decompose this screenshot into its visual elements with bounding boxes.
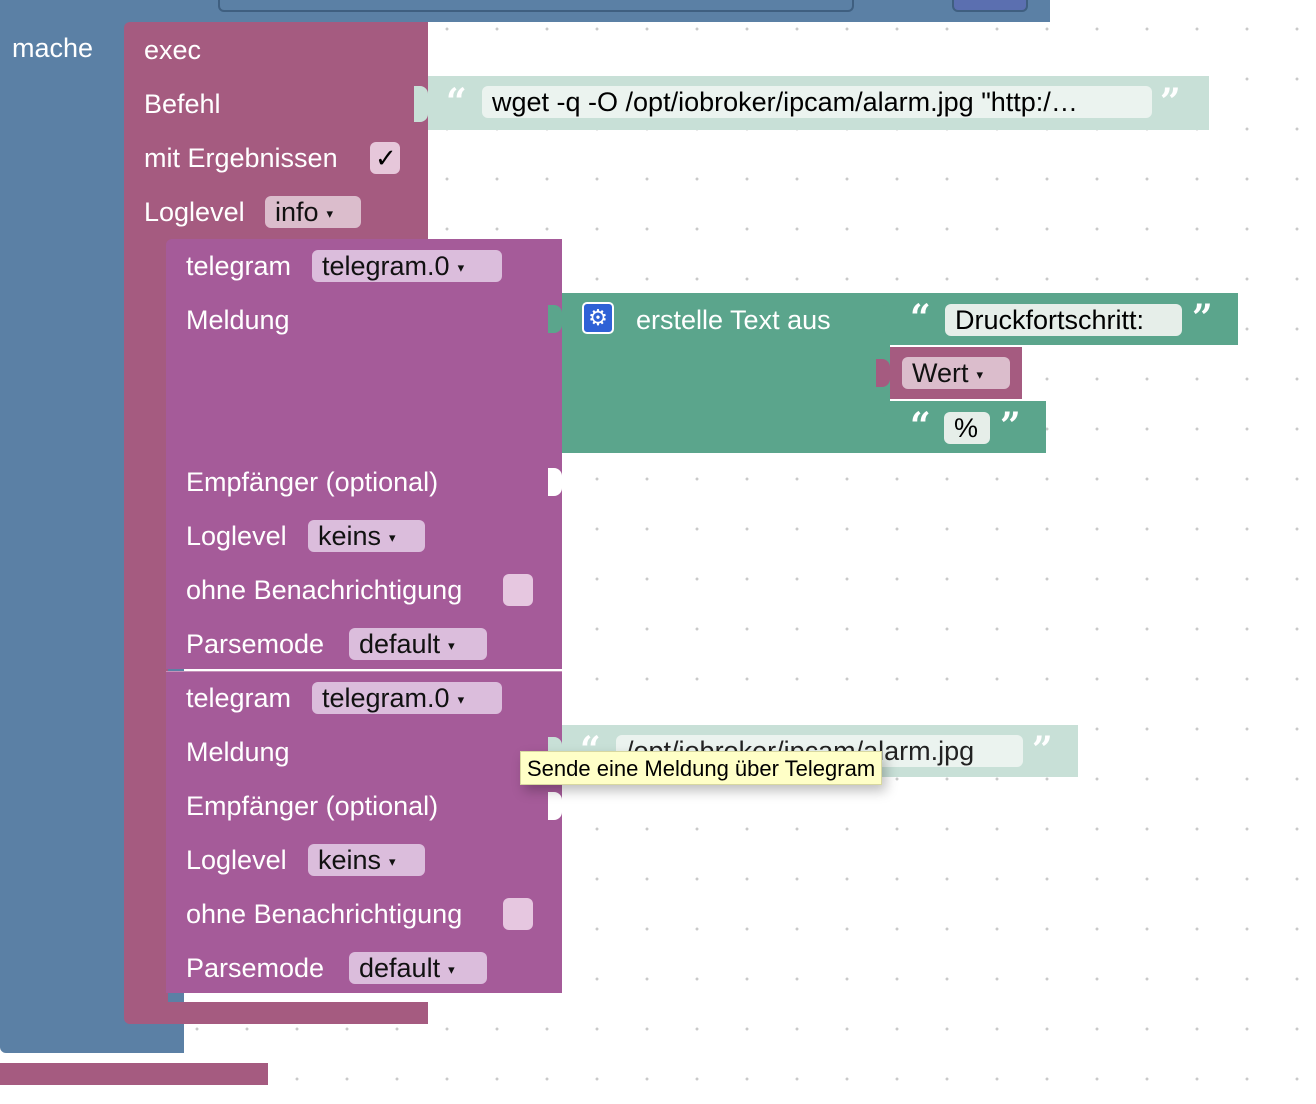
exec-title: exec — [144, 35, 202, 65]
text-join-label: erstelle Text aus — [636, 305, 831, 335]
chevron-down-icon: ▾ — [448, 961, 455, 977]
close-quote-icon: ” — [1000, 405, 1021, 447]
variable-notch — [876, 359, 890, 387]
empfaenger-input-notch — [548, 468, 562, 496]
text-part3-input[interactable]: % — [944, 412, 990, 444]
exec-block-body — [124, 248, 168, 1002]
chevron-down-icon: ▾ — [389, 529, 396, 545]
parsemode2-label: Parsemode — [186, 953, 325, 983]
open-quote-icon: “ — [910, 297, 931, 339]
ohne-benachrichtigung-label: ohne Benachrichtigung — [186, 575, 463, 605]
meldung-input-notch — [548, 305, 562, 333]
exec-loglevel-dropdown[interactable]: info ▾ — [265, 196, 361, 228]
telegram-instance-value: telegram.0 — [322, 251, 450, 281]
top-dropdown-fragment — [952, 0, 1028, 12]
gear-icon[interactable]: ⚙ — [582, 302, 614, 334]
tooltip: Sende eine Meldung über Telegram — [520, 751, 883, 785]
close-quote-icon: ” — [1192, 297, 1213, 339]
open-quote-icon: “ — [446, 81, 467, 123]
telegram-loglevel-dropdown[interactable]: keins ▾ — [308, 520, 425, 552]
ohne2-label: ohne Benachrichtigung — [186, 899, 463, 929]
telegram2-loglevel-label: Loglevel — [186, 845, 287, 875]
befehl-label: Befehl — [144, 89, 221, 119]
meldung-label: Meldung — [186, 305, 290, 335]
parsemode2-dropdown[interactable]: default ▾ — [349, 952, 487, 984]
parsemode-label: Parsemode — [186, 629, 325, 659]
exec-block-footer — [124, 1002, 428, 1024]
ergebnisse-checkbox[interactable]: ✓ — [370, 142, 400, 174]
parsemode-dropdown[interactable]: default ▾ — [349, 628, 487, 660]
ohne-benachrichtigung-checkbox[interactable] — [503, 574, 533, 606]
telegram2-title: telegram — [186, 683, 292, 713]
exec-loglevel-label: Loglevel — [144, 197, 245, 227]
parsemode2-value: default — [359, 953, 441, 983]
ohne2-checkbox[interactable] — [503, 898, 533, 930]
empfaenger-label: Empfänger (optional) — [186, 467, 439, 497]
telegram2-instance-value: telegram.0 — [322, 683, 450, 713]
chevron-down-icon: ▾ — [448, 637, 455, 653]
open-quote-icon: “ — [910, 405, 931, 447]
chevron-down-icon: ▾ — [326, 205, 334, 221]
chevron-down-icon: ▾ — [457, 259, 465, 275]
text-part1-notch — [876, 305, 890, 333]
parsemode-value: default — [359, 629, 441, 659]
telegram-title: telegram — [186, 251, 292, 281]
telegram-block-2[interactable] — [166, 671, 562, 993]
ergebnisse-label: mit Ergebnissen — [144, 143, 338, 173]
close-quote-icon: ” — [1032, 729, 1053, 771]
telegram2-instance-dropdown[interactable]: telegram.0 ▾ — [312, 682, 502, 714]
chevron-down-icon: ▾ — [389, 853, 396, 869]
check-icon: ✓ — [375, 143, 397, 173]
variable-dropdown[interactable]: Wert ▾ — [902, 357, 1010, 389]
telegram-instance-dropdown[interactable]: telegram.0 ▾ — [312, 250, 502, 282]
text-part3-notch — [876, 413, 890, 441]
exec-loglevel-value: info — [275, 197, 319, 227]
telegram-loglevel-value: keins — [318, 521, 382, 551]
text-join-block[interactable] — [562, 293, 890, 453]
meldung2-label: Meldung — [186, 737, 290, 767]
empfaenger2-label: Empfänger (optional) — [186, 791, 439, 821]
close-quote-icon: ” — [1160, 81, 1181, 123]
exec-input-notch — [414, 86, 428, 122]
telegram2-loglevel-value: keins — [318, 845, 382, 875]
mache-label: mache — [12, 33, 94, 63]
empfaenger2-input-notch — [548, 792, 562, 820]
telegram-block-1[interactable] — [166, 239, 562, 669]
chevron-down-icon: ▾ — [457, 691, 465, 707]
chevron-down-icon: ▾ — [976, 366, 984, 382]
befehl-input[interactable]: wget -q -O /opt/iobroker/ipcam/alarm.jpg… — [482, 86, 1152, 118]
telegram-loglevel-label: Loglevel — [186, 521, 287, 551]
telegram2-loglevel-dropdown[interactable]: keins ▾ — [308, 844, 425, 876]
top-field-fragment — [218, 0, 854, 12]
variable-value: Wert — [912, 358, 969, 388]
following-block-fragment[interactable] — [0, 1063, 268, 1085]
text-part1-input[interactable]: Druckfortschritt: — [945, 304, 1182, 336]
